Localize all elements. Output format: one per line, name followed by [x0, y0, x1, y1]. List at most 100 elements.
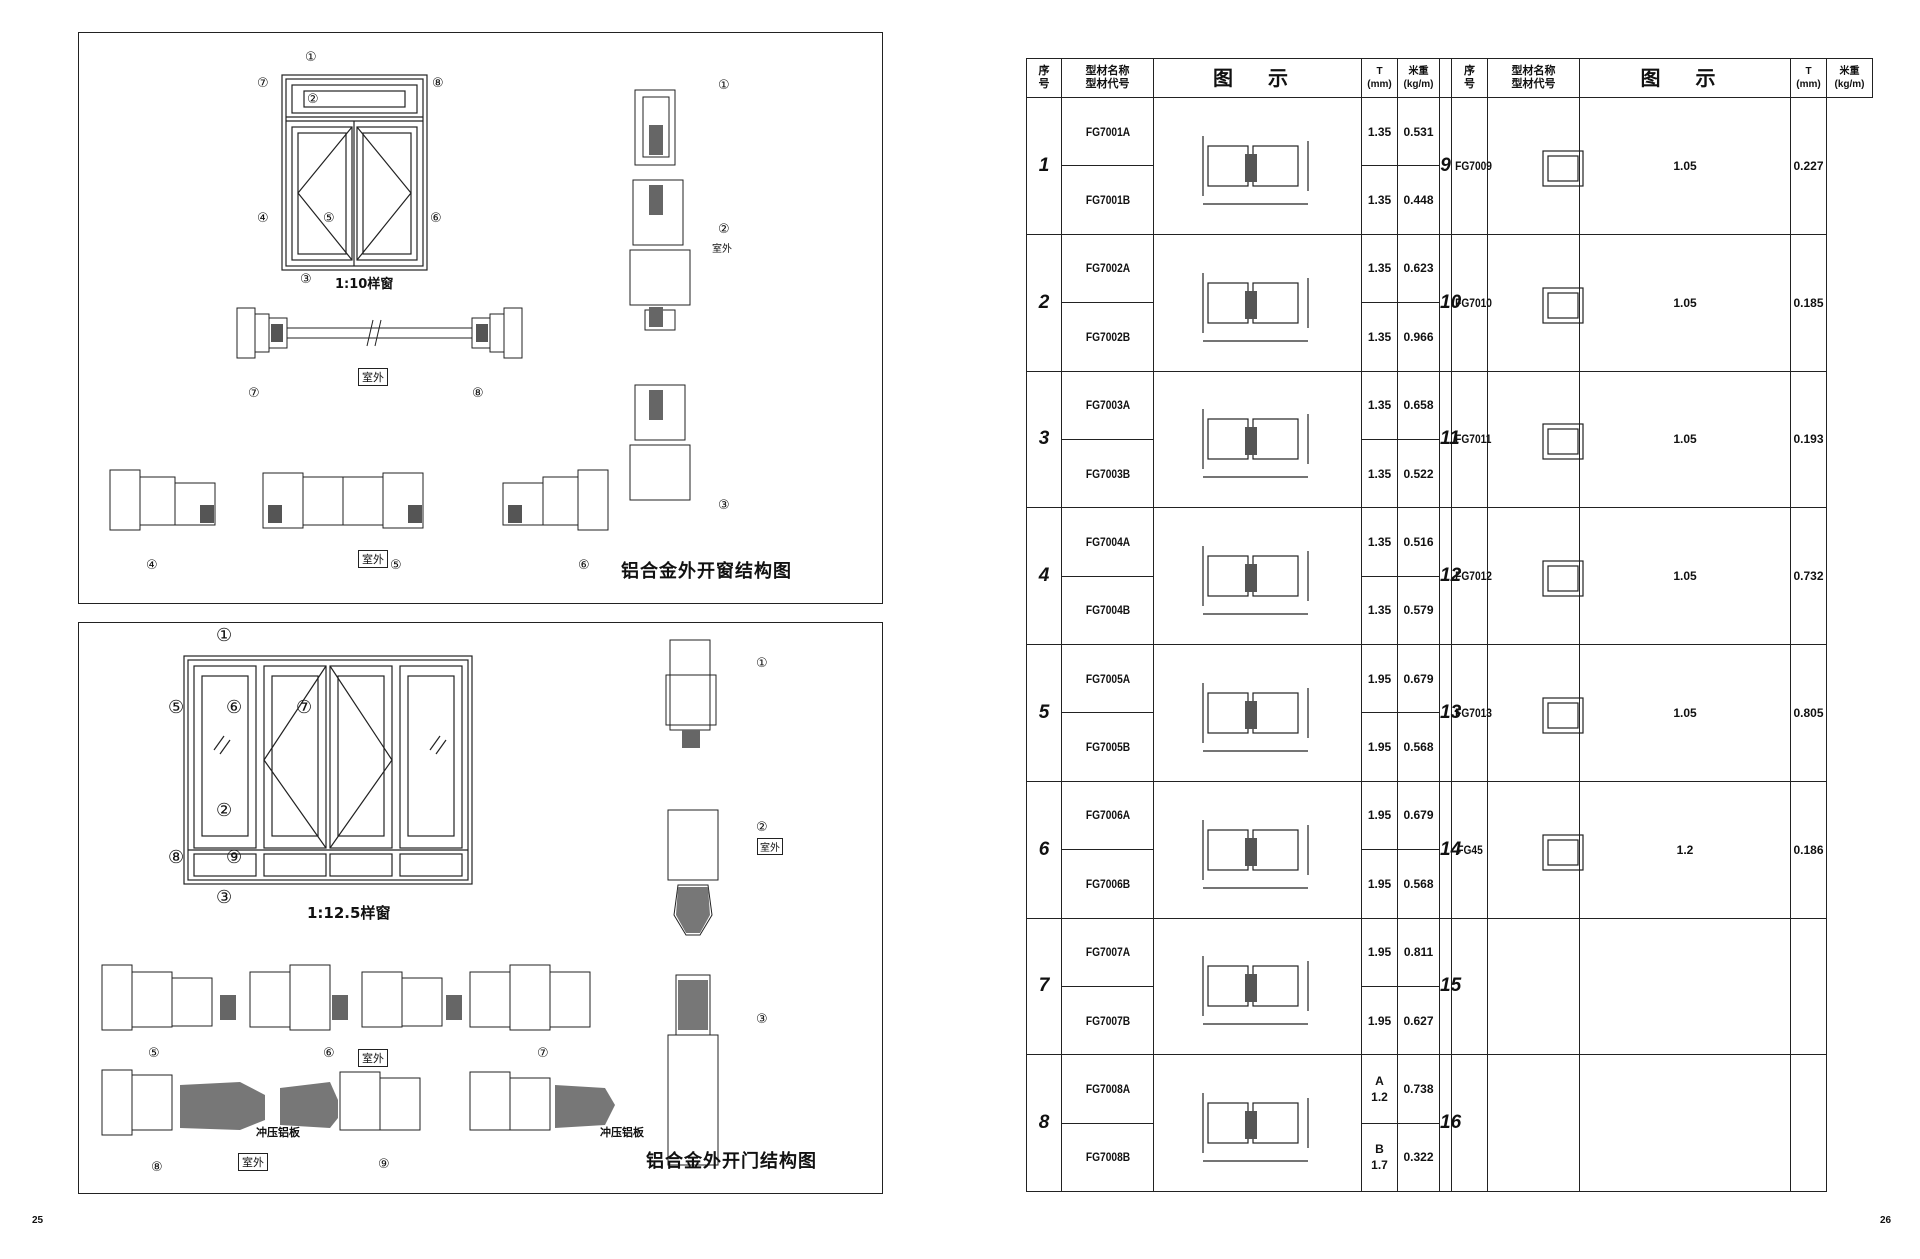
door-panel-title: 铝合金外开门结构图: [646, 1151, 817, 1172]
profile-code-a: FG7002A: [1067, 233, 1148, 304]
door-scale-label: 1:12.5样窗: [307, 904, 391, 922]
row-number: 7: [1026, 917, 1062, 1056]
row-number: 6: [1026, 780, 1062, 919]
profile-code-b: FG7008B: [1067, 1122, 1148, 1193]
page-number-left: 25: [32, 1215, 44, 1226]
header-name-right: 型材名称 型材代号: [1487, 58, 1580, 98]
table-header-row: 序 号 型材名称 型材代号 图 示 T (mm) 米重 (kg/m) 序 号 型…: [1026, 58, 1873, 98]
profile-code-b: FG7007B: [1067, 985, 1148, 1056]
thickness-right: [1579, 917, 1791, 1056]
header-weight-right: 米重 (kg/m): [1826, 58, 1873, 98]
window-elevation-drawing: [281, 74, 428, 271]
thickness-b: 1.35: [1361, 575, 1398, 646]
row-number: 2: [1026, 233, 1062, 372]
weight-b: 0.568: [1397, 849, 1440, 919]
profile-figure-cell-right: [1487, 1054, 1580, 1192]
weight-b: 0.579: [1397, 575, 1440, 646]
callout-9-door-bottom: ⑨: [378, 1156, 390, 1171]
callout-7: ⑦: [257, 76, 269, 91]
thickness-a: 1.95: [1361, 780, 1398, 851]
profile-section-drawing: [1201, 409, 1309, 478]
profile-code-b: FG7003B: [1067, 438, 1148, 509]
thickness-b: 1.95: [1361, 712, 1398, 782]
thickness-right: 1.2: [1579, 780, 1791, 919]
stamped-plate-label-2: 冲压铝板: [600, 1127, 644, 1139]
profile-code-b: FG7001B: [1067, 165, 1148, 235]
header-no-right: 序 号: [1451, 58, 1488, 98]
window-callouts: ① ⑦ ② ⑧ ④ ⑤ ⑥ ③: [257, 50, 444, 287]
thickness-a: 1.95: [1361, 643, 1398, 714]
profile-figure-cell: [1153, 917, 1362, 1056]
row-number-right: 14: [1439, 780, 1461, 919]
callout-8-door-bottom: ⑧: [151, 1159, 163, 1174]
callout-6: ⑥: [226, 697, 243, 717]
profile-code-right: FG45: [1453, 780, 1486, 919]
profile-section-drawing: [1201, 682, 1309, 752]
thickness-b: 1.35: [1361, 302, 1398, 372]
profile-figure-cell-right: [1487, 370, 1584, 509]
profile-code-a: FG7008A: [1067, 1054, 1148, 1124]
profile-code-a: FG7001A: [1067, 96, 1148, 167]
weight-b: 0.568: [1397, 712, 1440, 782]
callout-5-door-bottom: ⑤: [148, 1045, 160, 1060]
profile-section-drawing: [1201, 546, 1309, 615]
thickness-b: 1.95: [1361, 985, 1398, 1056]
profile-code-right: FG7011: [1453, 370, 1491, 509]
weight-right: 0.227: [1790, 97, 1827, 235]
weight-a: 0.623: [1397, 233, 1440, 304]
profile-figure-cell-right: [1487, 233, 1584, 372]
weight-right: [1790, 917, 1827, 1056]
row-number-right: 15: [1439, 917, 1461, 1056]
profile-section-drawing: [1201, 1093, 1309, 1162]
row-number-right: 10: [1439, 233, 1461, 372]
profile-section-drawing: [1201, 272, 1309, 342]
weight-a: 0.738: [1397, 1054, 1440, 1124]
profile-figure-cell: [1153, 780, 1362, 919]
thickness-a: 1.95: [1361, 917, 1398, 987]
thickness-right: 1.05: [1579, 644, 1791, 782]
callout-2: ②: [307, 92, 319, 107]
page-number-right: 26: [1880, 1215, 1892, 1226]
profile-figure-cell-right: [1487, 97, 1584, 235]
weight-right: 0.805: [1790, 644, 1827, 782]
row-number-right: 16: [1439, 1054, 1461, 1192]
window-horizontal-section: [236, 307, 523, 359]
profile-figure-cell: [1153, 370, 1362, 509]
callout-2-vsec: ②: [718, 221, 730, 236]
row-number: 5: [1026, 644, 1062, 782]
profile-code-right: [1453, 1054, 1486, 1192]
column-gap: [1439, 58, 1452, 98]
callout-4-bottom: ④: [146, 557, 158, 572]
thickness-a: 1.35: [1361, 233, 1398, 304]
thickness-right: [1579, 1054, 1791, 1192]
stamped-plate-label-1: 冲压铝板: [256, 1127, 300, 1139]
door-elevation-drawing: [183, 655, 473, 885]
header-weight: 米重 (kg/m): [1397, 58, 1440, 98]
weight-right: 0.186: [1790, 780, 1827, 919]
row-number: 1: [1026, 97, 1062, 235]
callout-6-bottom: ⑥: [578, 557, 590, 572]
outdoor-label-window-1: 室外: [358, 368, 388, 386]
profile-spec-table: 序 号 型材名称 型材代号 图 示 T (mm) 米重 (kg/m) 序 号 型…: [1026, 58, 1873, 1193]
outdoor-label-door-1: 室外: [757, 838, 783, 855]
callout-7-door-bottom: ⑦: [537, 1045, 549, 1060]
row-number: 4: [1026, 507, 1062, 645]
thickness-a: 1.35: [1361, 370, 1398, 440]
small-profile-drawing: [1542, 697, 1584, 734]
weight-a: 0.516: [1397, 507, 1440, 577]
callout-2: ②: [216, 800, 233, 820]
thickness-b: 1.95: [1361, 849, 1398, 919]
callout-7-section: ⑦: [248, 385, 260, 400]
header-thickness: T (mm): [1361, 58, 1398, 98]
door-bottom-sections: [101, 964, 615, 1136]
callout-3-door-vsec: ③: [756, 1011, 768, 1026]
